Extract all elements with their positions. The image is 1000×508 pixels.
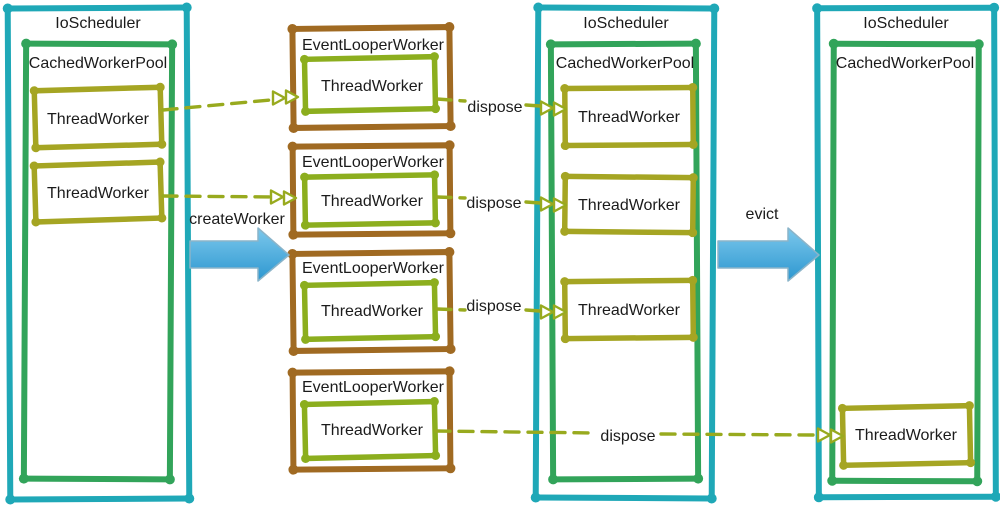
thread-worker-label: ThreadWorker xyxy=(578,109,681,126)
io-scheduler-title: IoScheduler xyxy=(583,15,669,32)
thread-worker-label: ThreadWorker xyxy=(578,197,681,214)
cached-worker-pool-box-returned: CachedWorkerPool xyxy=(545,38,704,485)
evict-label: evict xyxy=(746,206,779,223)
dispose-connector-2: dispose xyxy=(435,195,568,213)
io-scheduler-title: IoScheduler xyxy=(863,15,949,32)
thread-worker-label: ThreadWorker xyxy=(321,422,424,439)
thread-worker-box-returned-2: ThreadWorker xyxy=(560,171,698,238)
event-looper-worker-title: EventLooperWorker xyxy=(302,154,445,171)
event-looper-worker-box-2: EventLooperWorker ThreadWorker xyxy=(287,140,456,240)
io-scheduler-box-returned: IoScheduler xyxy=(530,2,720,504)
cached-worker-pool-box-evicted: CachedWorkerPool xyxy=(827,38,984,487)
event-looper-worker-box-4: EventLooperWorker ThreadWorker xyxy=(287,366,456,475)
cached-worker-pool-title: CachedWorkerPool xyxy=(556,55,694,72)
event-looper-worker-title: EventLooperWorker xyxy=(302,379,445,396)
thread-worker-box-returned-1: ThreadWorker xyxy=(560,82,698,151)
create-worker-connector-1 xyxy=(161,89,300,112)
create-worker-connector-2 xyxy=(161,189,298,206)
event-looper-worker-title: EventLooperWorker xyxy=(302,37,445,54)
dispose-label-3: dispose xyxy=(466,298,521,315)
cached-worker-pool-title: CachedWorkerPool xyxy=(836,55,974,72)
thread-worker-box-initial-1: ThreadWorker xyxy=(29,82,167,153)
thread-worker-box-evicted: ThreadWorker xyxy=(837,401,976,470)
evict-arrow: evict xyxy=(717,206,820,282)
event-looper-worker-box-3: EventLooperWorker ThreadWorker xyxy=(287,247,456,356)
thread-worker-box-returned-3: ThreadWorker xyxy=(560,275,698,344)
thread-worker-label: ThreadWorker xyxy=(578,302,681,319)
dispose-connector-1: dispose xyxy=(435,97,568,117)
dispose-label-2: dispose xyxy=(466,195,521,212)
cached-worker-pool-title: CachedWorkerPool xyxy=(29,55,167,72)
io-scheduler-box-initial: IoScheduler xyxy=(2,2,195,505)
io-scheduler-box-evicted: IoScheduler xyxy=(812,2,1000,503)
io-scheduler-title: IoScheduler xyxy=(55,15,141,32)
dispose-connector-4: dispose xyxy=(434,427,845,445)
dispose-label-4: dispose xyxy=(600,428,655,445)
thread-worker-label: ThreadWorker xyxy=(321,303,424,320)
thread-worker-label: ThreadWorker xyxy=(321,78,424,95)
event-looper-worker-title: EventLooperWorker xyxy=(302,260,445,277)
thread-worker-label: ThreadWorker xyxy=(47,185,150,202)
cached-worker-pool-box-initial: CachedWorkerPool xyxy=(18,38,178,485)
dispose-connector-3: dispose xyxy=(435,298,568,320)
create-worker-label: createWorker xyxy=(189,211,285,228)
dispose-label-1: dispose xyxy=(467,99,522,116)
thread-worker-label: ThreadWorker xyxy=(47,111,150,128)
thread-worker-label: ThreadWorker xyxy=(321,193,424,210)
event-looper-worker-box-1: EventLooperWorker ThreadWorker xyxy=(287,22,456,133)
thread-worker-label: ThreadWorker xyxy=(855,427,958,444)
thread-worker-box-initial-2: ThreadWorker xyxy=(29,157,167,227)
create-worker-arrow: createWorker xyxy=(189,211,290,282)
